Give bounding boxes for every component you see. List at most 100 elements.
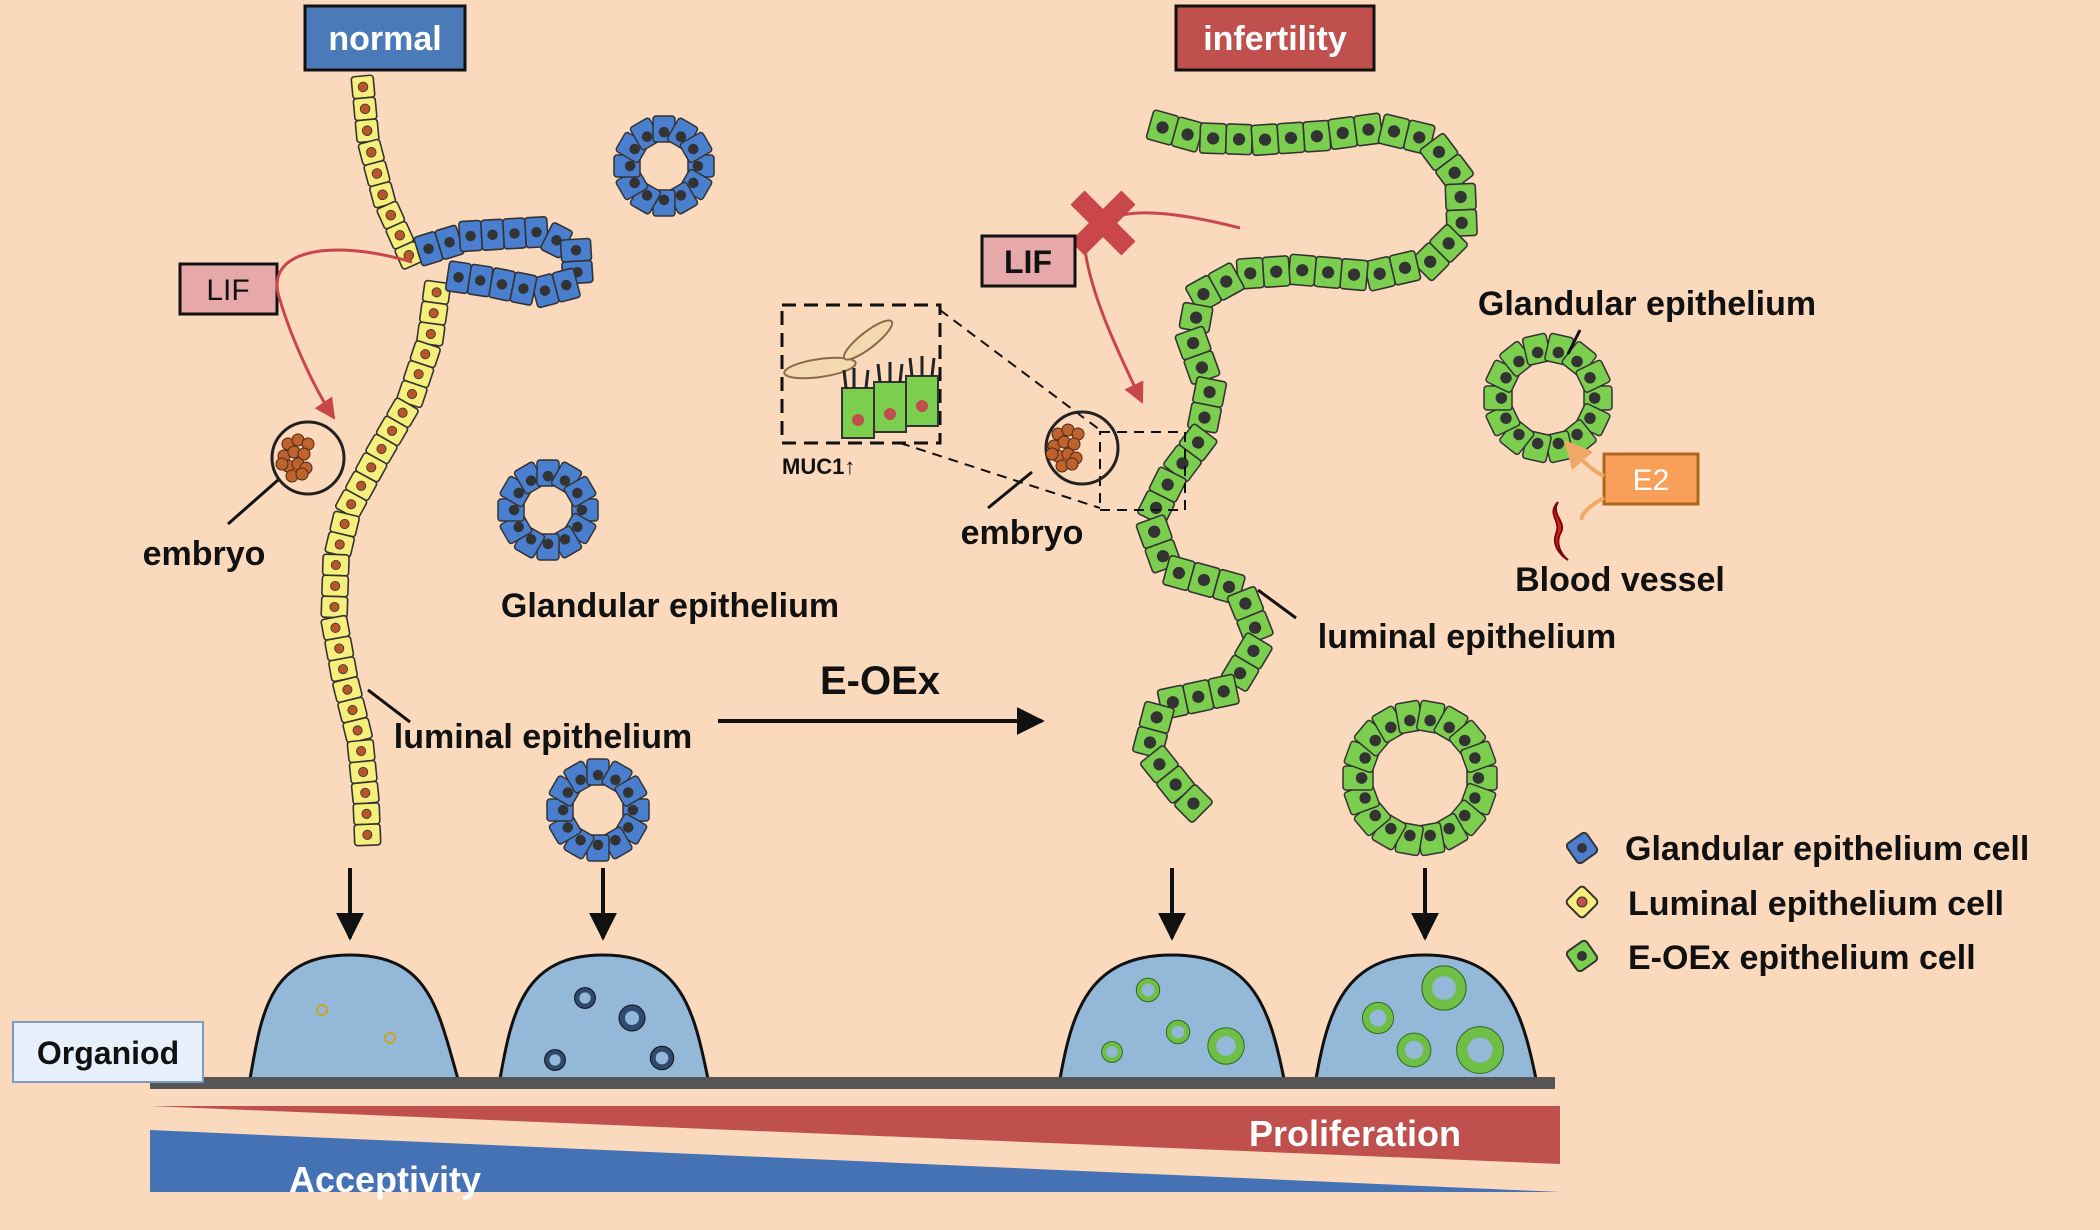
epithelial-cell xyxy=(480,218,506,251)
epithelial-cell xyxy=(1145,109,1180,146)
epithelial-cell xyxy=(1187,561,1221,599)
epithelial-cell xyxy=(524,215,549,249)
organoid-dome-3 xyxy=(1058,953,1286,1081)
embryo-label-left: embryo xyxy=(143,535,266,573)
organoid-cyst xyxy=(1456,1026,1504,1074)
blood-vessel-label: Blood vessel xyxy=(1515,561,1725,599)
epithelial-cell xyxy=(352,96,378,122)
ring-cell xyxy=(1394,699,1424,735)
normal-title: normal xyxy=(328,20,441,58)
organoid-cyst xyxy=(619,1005,645,1031)
ring-cell xyxy=(614,775,648,807)
legend-label-luminal: Luminal epithelium cell xyxy=(1628,885,2004,923)
luminal-pointer-right xyxy=(1257,588,1297,620)
luminal-epithelium-left xyxy=(320,74,452,847)
legend-item-luminal: Luminal epithelium cell xyxy=(1565,885,2004,923)
epithelial-cell xyxy=(1261,255,1291,289)
legend-item-eoex: E-OEx epithelium cell xyxy=(1565,939,1976,977)
organoid-dome-4 xyxy=(1314,953,1538,1081)
e2-label: E2 xyxy=(1633,464,1670,497)
epithelial-cell xyxy=(350,74,376,100)
epithelial-cell xyxy=(328,656,358,683)
muc1-label: MUC1↑ xyxy=(782,454,855,479)
epithelial-cell xyxy=(444,260,472,295)
organoid-cyst xyxy=(1362,1002,1394,1034)
organoid-label: Organiod xyxy=(37,1035,179,1071)
infertility-title: infertility xyxy=(1203,20,1347,58)
epithelial-cell xyxy=(353,823,382,847)
lif-box-left: LIF xyxy=(178,262,279,316)
glandular-pointer-right xyxy=(1566,329,1582,355)
lif-arrow-right xyxy=(1083,249,1144,404)
legend-label-glandular: Glandular epithelium cell xyxy=(1625,830,2029,868)
epithelial-cell xyxy=(466,263,494,298)
epithelial-cell xyxy=(1339,258,1369,292)
epithelial-cell xyxy=(1363,255,1396,292)
epithelial-cell xyxy=(321,574,350,598)
luminal-label-right: luminal epithelium xyxy=(1318,618,1616,656)
organoid-dome-1 xyxy=(248,953,460,1081)
epithelial-cell xyxy=(487,267,516,302)
glandular-cross-section-top xyxy=(613,115,715,217)
zoom-box xyxy=(1099,431,1186,511)
epithelial-cell xyxy=(1377,113,1411,150)
organoid-cyst xyxy=(544,1049,566,1071)
proliferation-wedge xyxy=(150,1106,1560,1164)
acceptivity-wedge xyxy=(150,1130,1560,1192)
epithelial-cell xyxy=(1435,153,1474,192)
muc1-inset xyxy=(780,303,942,445)
epithelial-cell xyxy=(1313,255,1343,290)
ring-cell xyxy=(679,131,713,164)
epithelial-cell xyxy=(1207,673,1240,709)
epithelial-cell xyxy=(348,759,378,785)
lif-label-right: LIF xyxy=(1004,244,1052,280)
epithelial-cell xyxy=(1276,121,1306,155)
infertility-title-box: infertility xyxy=(1174,4,1376,72)
e2-arrow-to-gland xyxy=(1564,439,1605,478)
embryo-label-right: embryo xyxy=(961,514,1084,552)
epithelial-cell xyxy=(1207,262,1245,301)
blood-vessel-icon xyxy=(1552,501,1569,561)
epithelial-cell xyxy=(1174,784,1213,823)
epithelial-cell xyxy=(502,217,527,250)
luminal-epithelium-right xyxy=(1132,109,1478,823)
organoid-baseline xyxy=(150,1077,1555,1089)
lif-block-cross xyxy=(1070,190,1136,256)
lif-label-left: LIF xyxy=(206,274,249,307)
acceptivity-label: Acceptivity xyxy=(289,1159,481,1200)
organoid-dome-2 xyxy=(498,953,710,1081)
epithelial-cell xyxy=(385,220,415,250)
epithelial-cell xyxy=(1192,376,1228,409)
organoid-cyst xyxy=(1136,978,1160,1002)
epithelial-cell xyxy=(346,738,376,764)
organoid-cyst xyxy=(1421,965,1467,1011)
glandular-cross-section-bottom xyxy=(546,758,650,862)
e2-box: E2 xyxy=(1602,452,1700,506)
epithelial-cell xyxy=(509,271,538,306)
organoid-cyst xyxy=(1207,1027,1245,1065)
luminal-pointer-left xyxy=(367,688,411,724)
epithelial-cell xyxy=(1302,119,1332,153)
normal-title-box: normal xyxy=(303,4,467,72)
epithelial-cell xyxy=(1444,182,1477,212)
ring-cell xyxy=(1460,740,1497,774)
transition-label: E-OEx xyxy=(820,659,940,703)
legend-label-eoex: E-OEx epithelium cell xyxy=(1628,939,1976,977)
epithelial-cell xyxy=(1226,585,1265,622)
glandular-epithelium-branch-left xyxy=(413,215,594,309)
lif-arrow-left xyxy=(275,248,413,420)
epithelial-cell xyxy=(1235,256,1265,290)
embryo-right xyxy=(1044,410,1120,486)
epithelial-cell xyxy=(1429,224,1468,263)
epithelial-cell xyxy=(1327,115,1359,150)
legend: Glandular epithelium cell Luminal epithe… xyxy=(1565,830,2029,977)
glandular-cross-section-right xyxy=(1483,332,1613,464)
epithelial-cell xyxy=(394,240,424,270)
epithelial-cell xyxy=(1287,253,1317,287)
epithelial-cell xyxy=(1182,679,1215,715)
e2-arrow-from-vessel xyxy=(1579,496,1605,521)
ring-cell xyxy=(1483,385,1513,411)
epithelial-cell xyxy=(320,614,351,641)
